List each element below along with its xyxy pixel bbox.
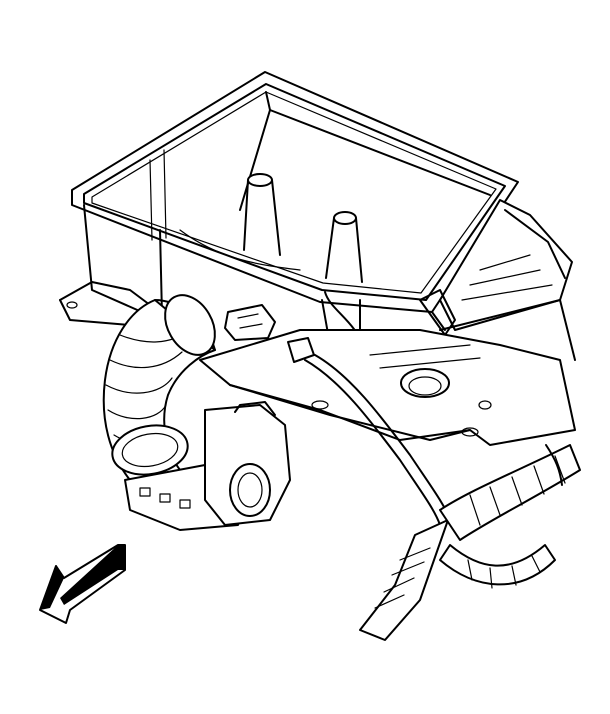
sensor-connector bbox=[224, 304, 315, 363]
wiring-harness bbox=[304, 354, 581, 641]
air-cleaner-housing bbox=[59, 71, 519, 353]
throttle-body bbox=[111, 401, 291, 531]
direction-arrow-icon bbox=[39, 544, 126, 624]
